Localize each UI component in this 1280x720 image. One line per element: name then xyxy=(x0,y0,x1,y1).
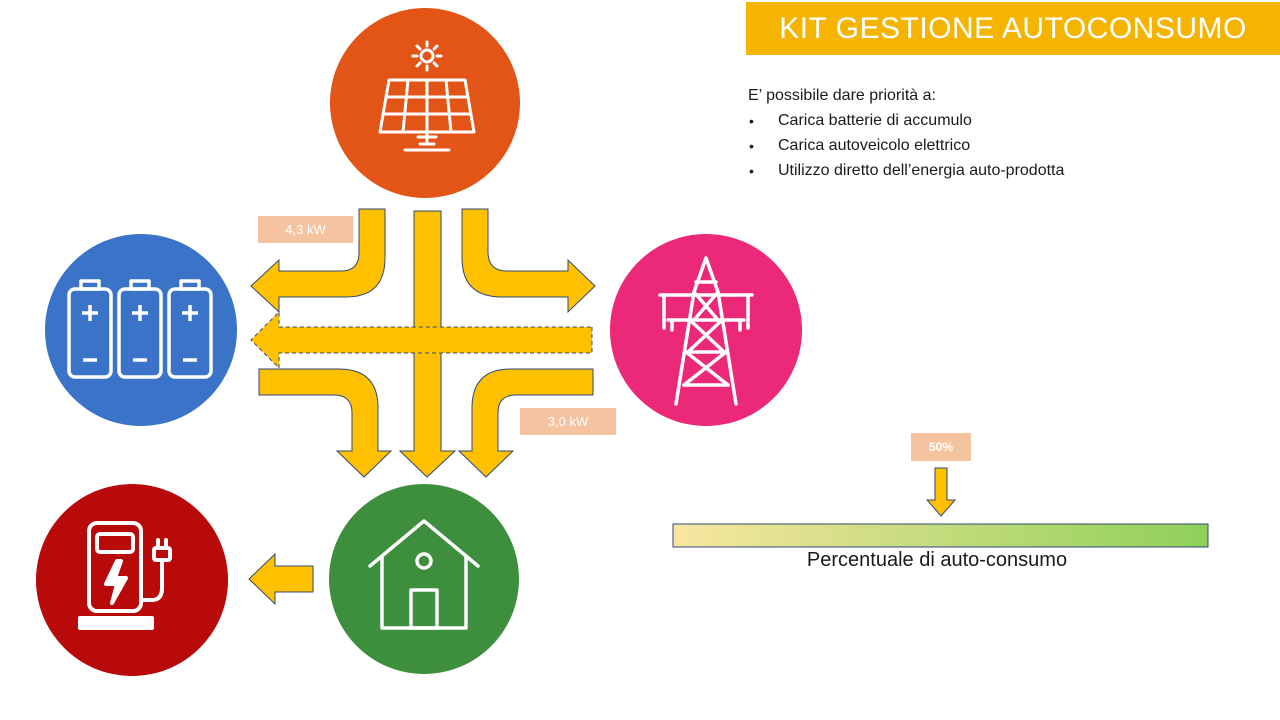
priority-item-ev: Carica autoveicolo elettrico xyxy=(748,136,1064,161)
house-icon xyxy=(368,519,480,630)
self-consumption-scale xyxy=(672,523,1209,548)
priority-item-direct-use: Utilizzo diretto dell’energia auto-prodo… xyxy=(748,161,1064,186)
arrow-solar-to-grid xyxy=(461,208,596,314)
home-node xyxy=(329,484,519,674)
battery-node xyxy=(45,234,237,426)
solar-circle xyxy=(330,8,520,198)
arrow-grid-to-battery xyxy=(250,310,593,370)
priority-intro: E’ possibile dare priorità a: xyxy=(748,87,936,104)
priority-list: Carica batterie di accumulo Carica autov… xyxy=(748,111,1064,186)
scale-pointer-arrow xyxy=(925,467,957,517)
grid-circle xyxy=(610,234,802,426)
solar-panel-icon xyxy=(378,40,476,152)
ev-charger-icon xyxy=(78,521,172,630)
power-pylon-icon xyxy=(658,256,754,406)
self-consumption-scale-label: Percentuale di auto-consumo xyxy=(806,549,1068,571)
flow-label-grid-to-home: 3,0 kW xyxy=(520,408,616,435)
grid-node xyxy=(610,234,802,426)
arrow-battery-to-home xyxy=(258,368,393,478)
solar-node xyxy=(330,8,520,198)
battery-icon xyxy=(67,279,213,379)
page-title: KIT GESTIONE AUTOCONSUMO xyxy=(746,2,1280,55)
flow-label-pv-to-battery: 4,3 kW xyxy=(258,216,353,243)
arrow-grid-to-home xyxy=(457,368,594,478)
self-consumption-percent: 50% xyxy=(911,433,971,461)
ev-node xyxy=(36,484,228,676)
ev-circle xyxy=(36,484,228,676)
arrow-home-to-ev xyxy=(248,552,314,606)
home-circle xyxy=(329,484,519,674)
battery-circle xyxy=(45,234,237,426)
priority-item-battery: Carica batterie di accumulo xyxy=(748,111,1064,136)
flow-arrows xyxy=(248,208,596,606)
priority-info: E’ possibile dare priorità a: Carica bat… xyxy=(748,87,1064,186)
